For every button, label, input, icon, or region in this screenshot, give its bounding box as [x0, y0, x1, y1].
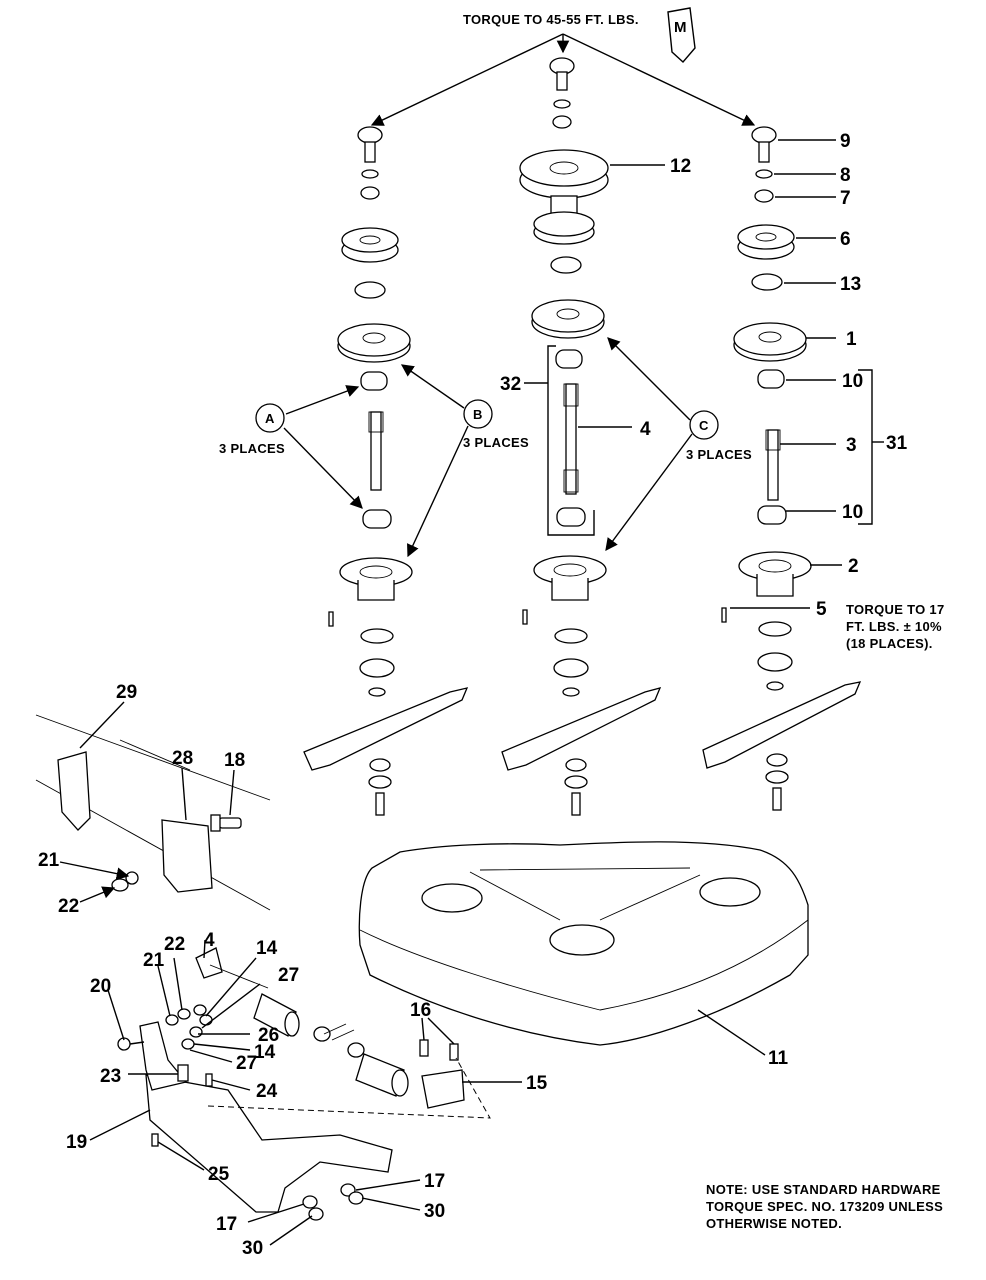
right-spindle-assembly [702, 126, 873, 811]
lower-housing-part [533, 555, 607, 601]
part-label-30-right: 30 [424, 1201, 445, 1222]
part-label-6: 6 [840, 229, 851, 250]
part-label-12: 12 [670, 156, 691, 177]
callout-m-tag: M [667, 7, 696, 64]
part-label-27-lower: 27 [236, 1053, 257, 1074]
part-label-14-upper: 14 [256, 938, 278, 959]
part-label-11: 11 [768, 1048, 789, 1069]
part-label-22-lower: 22 [164, 934, 185, 955]
hardware-note-line-3: OTHERWISE NOTED. [706, 1216, 842, 1231]
bolt-part [549, 57, 575, 91]
part-label-4-lower: 4 [204, 930, 215, 951]
torque-side-line-1: TORQUE TO 17 [846, 602, 944, 617]
part-label-9: 9 [840, 131, 851, 152]
part-label-23: 23 [100, 1066, 121, 1087]
upper-housing-part [733, 322, 807, 362]
blade-part [501, 687, 662, 771]
part-label-24: 24 [256, 1081, 278, 1102]
part-label-31: 31 [886, 433, 908, 454]
part-label-13: 13 [840, 274, 861, 295]
callout-m-letter: M [674, 19, 687, 36]
shaft-part [368, 411, 384, 491]
part-label-7: 7 [840, 188, 851, 209]
lower-housing-part [339, 557, 413, 601]
torque-side-line-2: FT. LBS. ± 10% [846, 619, 942, 634]
callout-c-letter: C [699, 418, 709, 433]
part-label-5: 5 [816, 599, 827, 620]
part-label-22-upper: 22 [58, 896, 79, 917]
frame-bracket-assembly [35, 701, 271, 911]
part-label-19: 19 [66, 1132, 87, 1153]
part-label-8: 8 [840, 165, 851, 186]
bolt-part [751, 126, 777, 163]
part-label-10-lower: 10 [842, 502, 863, 523]
bolt-part [357, 126, 383, 163]
hardware-note: NOTE: USE STANDARD HARDWARE TORQUE SPEC.… [706, 1182, 943, 1231]
right-leaders [524, 139, 884, 609]
callout-c-places: 3 PLACES [686, 447, 752, 462]
part-label-10-upper: 10 [842, 371, 863, 392]
part-label-3: 3 [846, 435, 857, 456]
part-label-1: 1 [846, 329, 857, 350]
part-label-28: 28 [172, 748, 193, 769]
part-label-17-left: 17 [216, 1214, 237, 1235]
part-label-14-lower: 14 [254, 1042, 276, 1063]
part-label-21-upper: 21 [38, 850, 60, 871]
upper-housing-part [531, 299, 605, 339]
part-label-2: 2 [848, 556, 859, 577]
drive-pulley-part [519, 149, 609, 245]
pulley-part [737, 224, 795, 260]
hardware-note-line-1: NOTE: USE STANDARD HARDWARE [706, 1182, 941, 1197]
part-label-17-right: 17 [424, 1171, 445, 1192]
pulley-part [341, 227, 399, 263]
hardware-note-line-2: TORQUE SPEC. NO. 173209 UNLESS [706, 1199, 943, 1214]
part-label-18: 18 [224, 750, 245, 771]
callout-a-places: 3 PLACES [219, 441, 285, 456]
left-spindle-assembly [303, 126, 469, 816]
part-label-21-lower: 21 [143, 950, 165, 971]
lower-housing-part [738, 551, 812, 597]
upper-housing-part [337, 323, 411, 363]
part-label-32: 32 [500, 374, 521, 395]
torque-side-line-3: (18 PLACES). [846, 636, 933, 651]
part-label-30-left: 30 [242, 1238, 263, 1259]
part-label-15: 15 [526, 1073, 548, 1094]
bolt-18 [210, 814, 242, 832]
callout-b: B 3 PLACES [400, 364, 529, 558]
callout-a-letter: A [265, 411, 275, 426]
shaft-part [765, 429, 781, 501]
mower-deck-housing [358, 841, 809, 1056]
center-spindle-assembly [501, 57, 662, 816]
hitch-roller-assembly [89, 939, 522, 1246]
blade-part [303, 687, 469, 771]
shaft-part [563, 383, 579, 495]
callout-b-letter: B [473, 407, 483, 422]
part-label-27-upper: 27 [278, 965, 299, 986]
part-label-4: 4 [640, 419, 651, 440]
part-label-16: 16 [410, 1000, 431, 1021]
part-label-26: 26 [258, 1025, 279, 1046]
torque-side-note: TORQUE TO 17 FT. LBS. ± 10% (18 PLACES). [846, 602, 944, 651]
callout-a: A 3 PLACES [219, 385, 363, 509]
torque-arrows [370, 33, 756, 126]
part-label-29: 29 [116, 682, 137, 703]
callout-b-places: 3 PLACES [463, 435, 529, 450]
part-label-25: 25 [208, 1164, 230, 1185]
torque-top-note: TORQUE TO 45-55 FT. LBS. [463, 12, 639, 27]
part-label-20: 20 [90, 976, 111, 997]
callout-c: C 3 PLACES [605, 337, 752, 552]
blade-part [702, 681, 862, 769]
